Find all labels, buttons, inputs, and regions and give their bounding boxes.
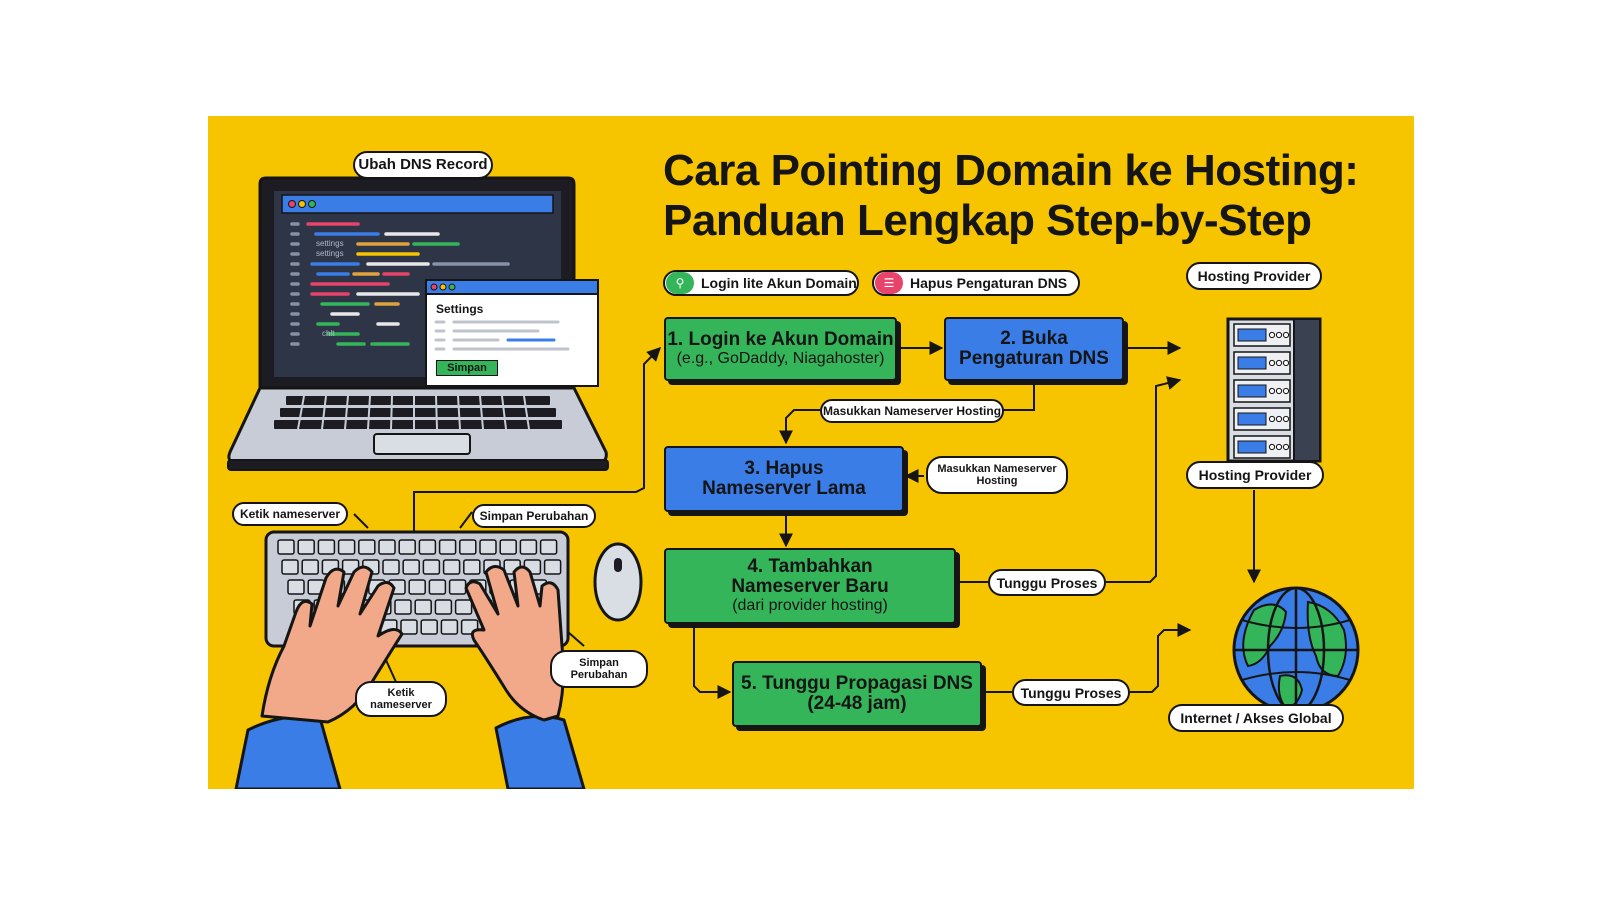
step-1-login: 1. Login ke Akun Domain (e.g., GoDaddy, … (664, 317, 897, 381)
connectors (353, 341, 1261, 699)
server-led (1275, 359, 1283, 367)
keyboard-key (499, 539, 517, 555)
server-led (1268, 331, 1276, 339)
server-led (1282, 443, 1290, 451)
server-led (1275, 331, 1283, 339)
keyboard-key (414, 599, 432, 615)
keyboard-key (428, 579, 447, 595)
infographic-panel: Cara Pointing Domain ke Hosting: Panduan… (208, 116, 1414, 789)
hosting-provider-label-bottom: Hosting Provider (1186, 461, 1324, 489)
server-led (1268, 387, 1276, 395)
keyboard-key (454, 599, 473, 615)
keyboard-key (337, 539, 356, 555)
keyboard-key (287, 579, 305, 595)
keyboard-key (301, 559, 319, 575)
step-4-tambahkan-nameserver: 4. Tambahkan Nameserver Baru (dari provi… (664, 548, 956, 624)
keyboard-key (277, 539, 295, 555)
server-led (1268, 415, 1276, 423)
keyboard-key (297, 539, 315, 555)
keyboard-key (402, 559, 420, 575)
user-lock-icon: ⚲ (666, 272, 694, 294)
internet-akses-global-label: Internet / Akses Global (1168, 704, 1344, 732)
keyboard-key (422, 559, 441, 575)
ketik-nameserver-label-bottom: Ketik nameserver (355, 681, 447, 717)
step-3-hapus-nameserver: 3. Hapus Nameserver Lama (664, 446, 904, 512)
keyboard-key (459, 539, 477, 555)
simpan-button: Simpan (436, 360, 498, 376)
keyboard-key (408, 579, 426, 595)
globe-illustration (1232, 586, 1360, 714)
settings-window-title: Settings (436, 302, 484, 316)
server-led (1282, 359, 1290, 367)
page-title: Cara Pointing Domain ke Hosting: Panduan… (663, 146, 1359, 246)
keyboard-key (442, 559, 461, 575)
keyboard-key (418, 539, 437, 555)
keyboard-key (434, 599, 453, 615)
chip-hapus-label: Hapus Pengaturan DNS (910, 275, 1068, 291)
server-led (1282, 415, 1290, 423)
keyboard-key (440, 619, 459, 635)
simpan-perubahan-label-top: Simpan Perubahan (472, 504, 596, 528)
code-word-2: settings (316, 249, 344, 258)
server-drive (1237, 356, 1267, 370)
keyboard-key (281, 559, 299, 575)
keyboard-key (358, 539, 376, 555)
tunggu-proses-label-2: Tunggu Proses (1012, 679, 1130, 706)
server-led (1275, 443, 1283, 451)
ubah-dns-record-label: Ubah DNS Record (353, 151, 493, 179)
server-led (1282, 387, 1290, 395)
server-drive (1237, 412, 1267, 426)
list-icon: ☰ (875, 272, 903, 294)
keyboard-key (382, 559, 400, 575)
masukkan-nameserver-label-1: Masukkan Nameserver Hosting (820, 399, 1004, 423)
server-drive (1237, 384, 1267, 398)
title-line-2: Panduan Lengkap Step-by-Step (663, 196, 1312, 245)
chip-login: ⚲ Login lite Akun Domain (663, 270, 859, 296)
keyboard-key (317, 539, 336, 555)
keyboard-key (400, 619, 418, 635)
chip-login-label: Login lite Akun Domain (701, 275, 857, 291)
keyboard-key (448, 579, 467, 595)
step-2-buka-dns: 2. Buka Pengaturan DNS (944, 317, 1124, 381)
keyboard-key (539, 539, 558, 555)
tunggu-proses-label-1: Tunggu Proses (988, 569, 1106, 596)
mouse-illustration (593, 542, 643, 622)
step-5-tunggu-propagasi: 5. Tunggu Propagasi DNS (24-48 jam) (732, 661, 982, 727)
laptop-illustration (227, 176, 609, 471)
code-word-3: chlt (322, 329, 335, 338)
simpan-perubahan-label-bottom: Simpan Perubahan (550, 650, 648, 688)
server-led (1282, 331, 1290, 339)
keyboard-key (438, 539, 457, 555)
keyboard-key (479, 539, 497, 555)
server-led (1275, 387, 1283, 395)
keyboard-key (394, 599, 412, 615)
server-drive (1237, 328, 1267, 342)
server-led (1268, 359, 1276, 367)
keyboard-key (543, 559, 562, 575)
keyboard-key (378, 539, 396, 555)
server-drive (1237, 440, 1267, 454)
chip-hapus: ☰ Hapus Pengaturan DNS (872, 270, 1080, 296)
keyboard-key (519, 539, 538, 555)
ketik-nameserver-label-top: Ketik nameserver (232, 502, 348, 526)
server-led (1268, 443, 1276, 451)
server-rack-illustration (1226, 317, 1322, 463)
hosting-provider-label-top: Hosting Provider (1186, 262, 1322, 290)
keyboard-key (398, 539, 416, 555)
server-led (1275, 415, 1283, 423)
title-line-1: Cara Pointing Domain ke Hosting: (663, 146, 1359, 195)
code-word-1: settings (316, 239, 344, 248)
keyboard-key (420, 619, 438, 635)
masukkan-nameserver-label-2: Masukkan Nameserver Hosting (926, 456, 1068, 494)
keyboard-key (463, 559, 481, 575)
